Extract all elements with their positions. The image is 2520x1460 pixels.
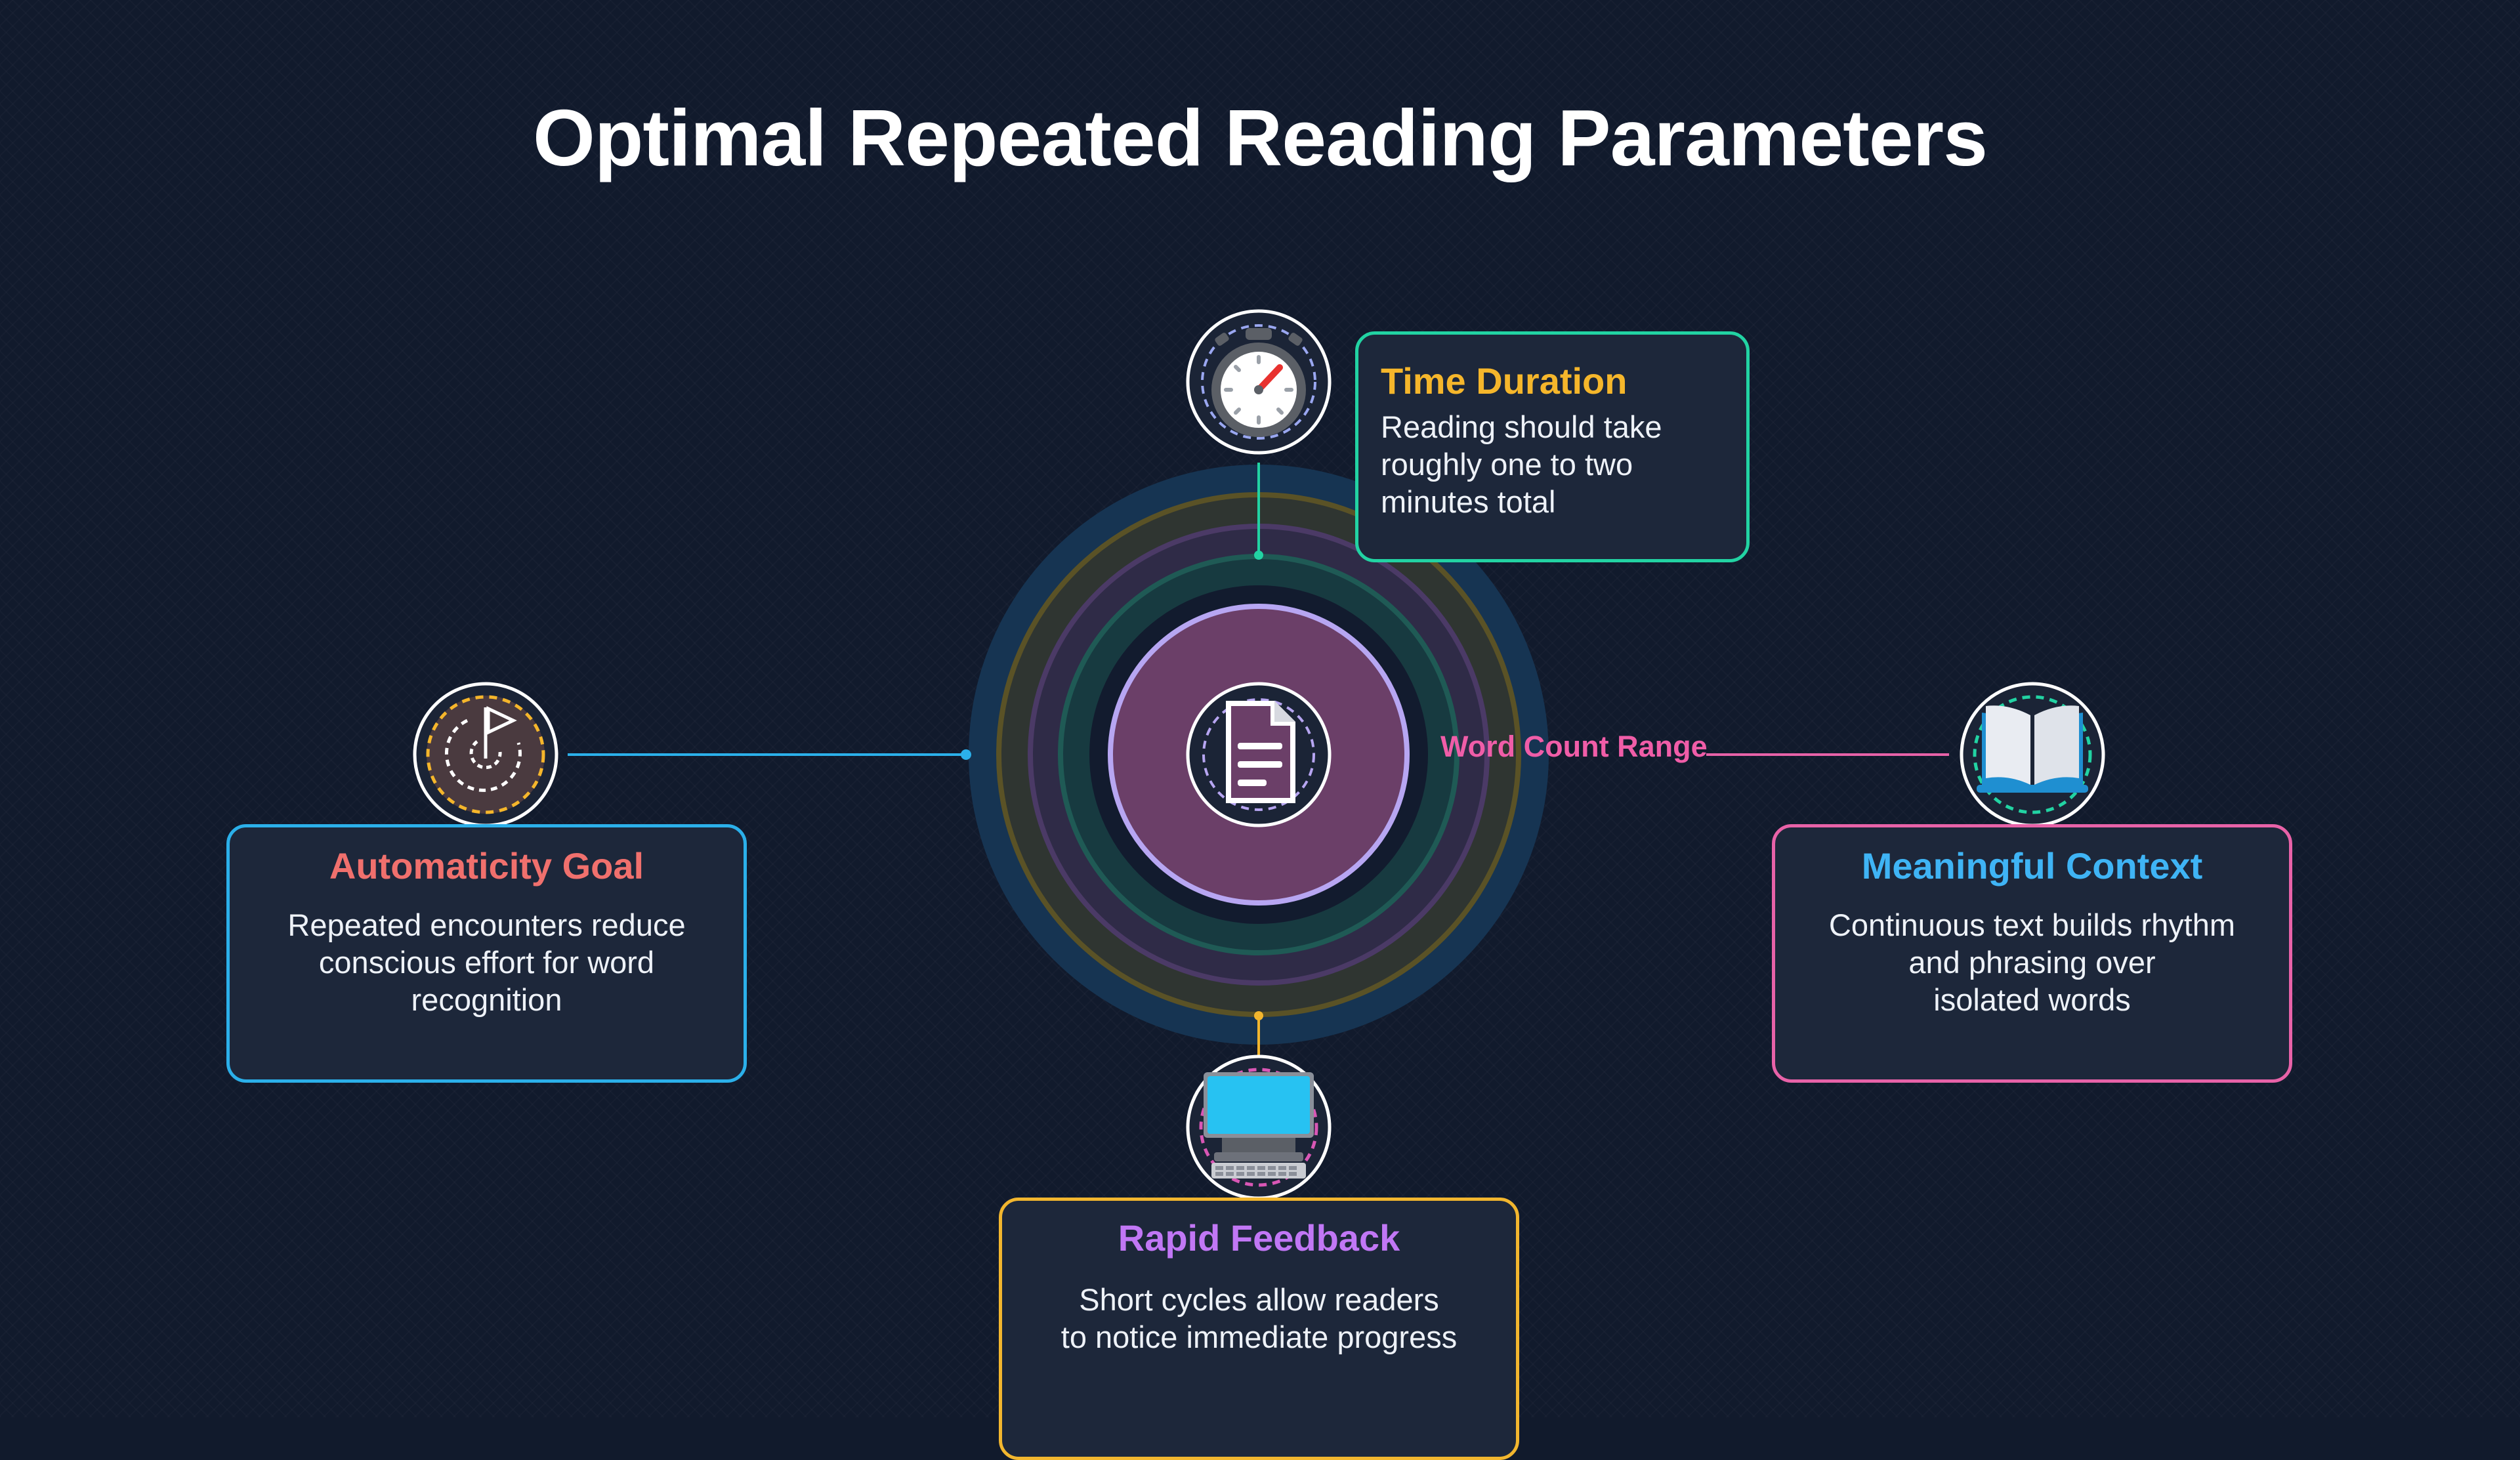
- automaticity-goal-body: Repeated encounters reduce conscious eff…: [287, 907, 686, 1017]
- computer-icon: [1186, 1054, 1332, 1200]
- open-book-icon: [1960, 682, 2105, 827]
- progress-flag-icon: [413, 682, 558, 827]
- page-title: Optimal Repeated Reading Parameters: [533, 93, 1988, 182]
- meaningful-context-body: Continuous text builds rhythm and phrasi…: [1828, 907, 2236, 1017]
- rapid-feedback-body: Short cycles allow readers to notice imm…: [1060, 1282, 1458, 1354]
- rapid-feedback-card: Rapid Feedback Short cycles allow reader…: [999, 1198, 1519, 1460]
- time-duration-title: Time Duration: [1381, 360, 1628, 402]
- rapid-feedback-title: Rapid Feedback: [1118, 1217, 1400, 1259]
- time-duration-card: Time Duration Reading should take roughl…: [1355, 331, 1750, 562]
- connector-time-dot: [1254, 551, 1263, 560]
- connector-automaticity-dot: [961, 749, 971, 760]
- meaningful-context-card: Meaningful Context Continuous text build…: [1772, 824, 2292, 1083]
- diagram-graphic: [413, 309, 2105, 1200]
- meaningful-context-title: Meaningful Context: [1861, 845, 2203, 886]
- stopwatch-icon: [1186, 309, 1332, 455]
- automaticity-goal-card: Automaticity Goal Repeated encounters re…: [226, 824, 747, 1083]
- document-icon: [1186, 682, 1332, 827]
- automaticity-goal-title: Automaticity Goal: [329, 845, 644, 886]
- word-count-range-label: Word Count Range: [1440, 730, 1708, 763]
- time-duration-body: Reading should take roughly one to two m…: [1381, 409, 1662, 519]
- connectors: [568, 463, 1949, 1056]
- connector-feedback-dot: [1254, 1011, 1263, 1020]
